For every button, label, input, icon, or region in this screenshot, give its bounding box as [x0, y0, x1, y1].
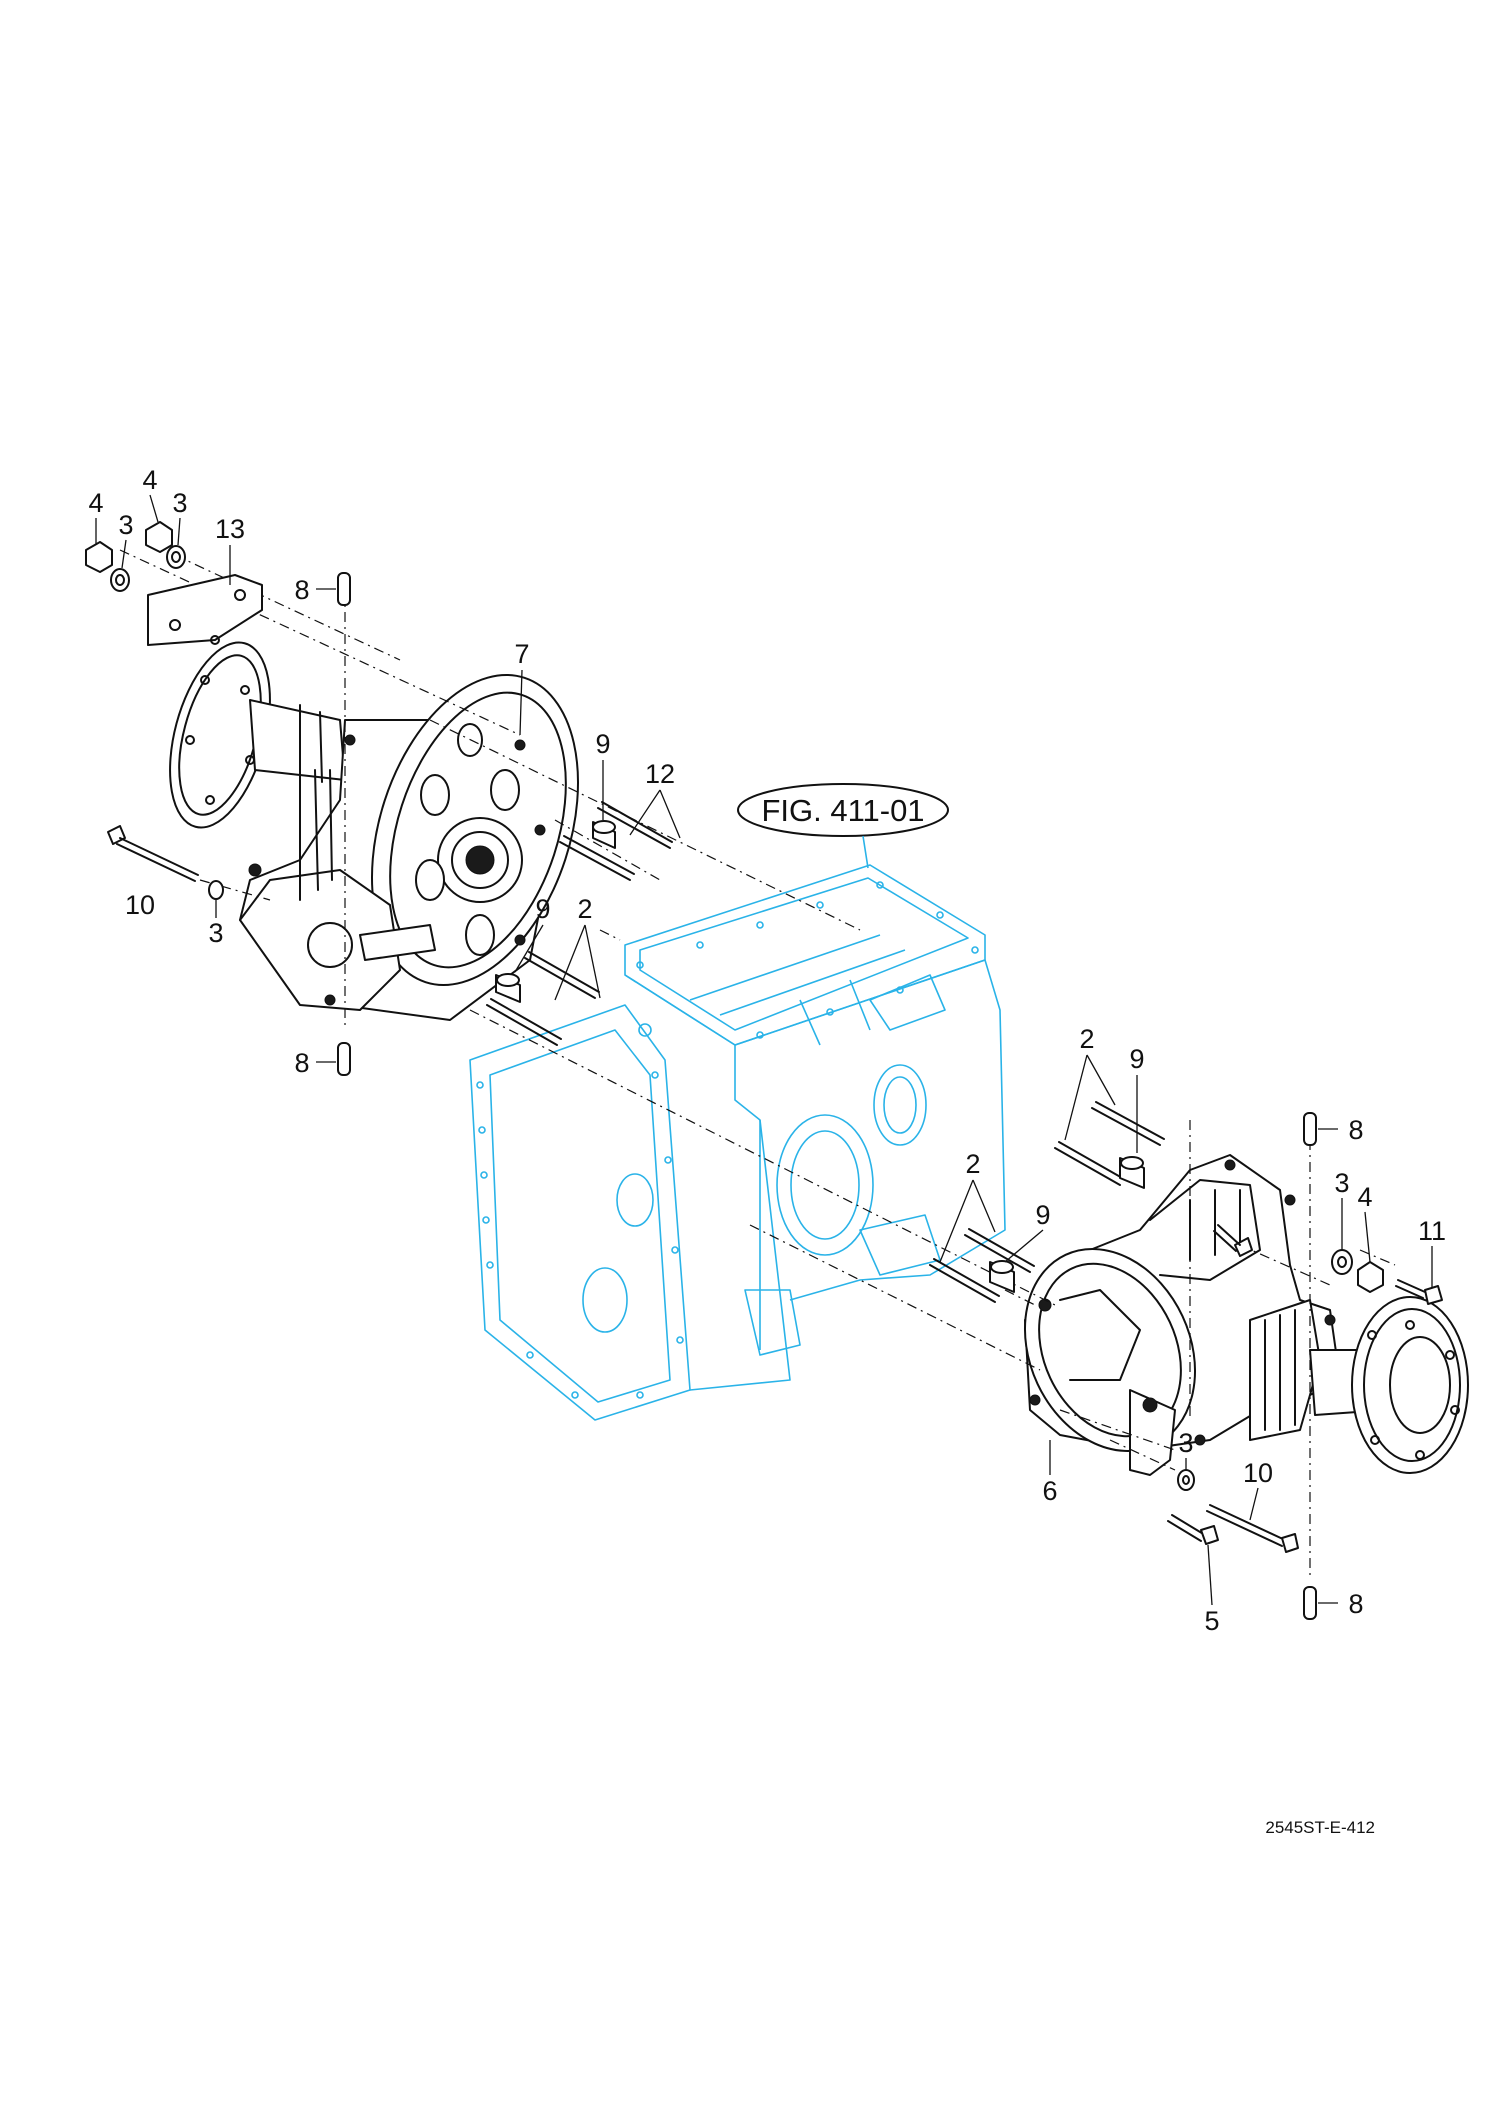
- callout-right-bush-lower: 9: [1035, 1200, 1050, 1230]
- callout-right-studs-upper: 2: [1079, 1024, 1094, 1054]
- callout-right-bolt-lower: 5: [1204, 1606, 1219, 1636]
- callout-right-washer: 3: [1334, 1168, 1349, 1198]
- transmission-case-reference: [469, 864, 1006, 1421]
- callout-right-nut: 4: [1357, 1182, 1372, 1212]
- callout-right-housing: 6: [1042, 1476, 1057, 1506]
- drawing-code: 2545ST-E-412: [1265, 1818, 1375, 1837]
- callout-right-washer-bolt: 3: [1178, 1428, 1193, 1458]
- callout-left-washer-inner: 3: [172, 488, 187, 518]
- left-small-parts: [85, 521, 673, 1076]
- flange-bolt-holes: [476, 881, 979, 1399]
- callout-right-pin-top: 8: [1348, 1115, 1363, 1145]
- callout-left-washer-bolt: 3: [208, 918, 223, 948]
- alignment-lines: [119, 549, 1396, 1580]
- callout-left-nut-outer: 4: [88, 488, 103, 518]
- callout-left-housing: 7: [514, 639, 529, 669]
- callout-left-bush-upper: 9: [595, 729, 610, 759]
- callout-left-studs-lower: 2: [577, 894, 592, 924]
- callout-left-bracket: 13: [215, 514, 245, 544]
- figure-reference-balloon: FIG. 411-01: [737, 783, 949, 869]
- callout-left-studs-upper: 12: [645, 759, 675, 789]
- callout-right-pin-bottom: 8: [1348, 1589, 1363, 1619]
- right-final-drive-housing: [1023, 1154, 1469, 1476]
- callout-left-nut-inner: 4: [142, 465, 157, 495]
- callout-right-bush-upper: 9: [1129, 1044, 1144, 1074]
- callout-numbers: 4 3 4 3 13 8 7 9 12 10 3 9 2 8 2 9 8 2 9…: [88, 465, 1446, 1636]
- callout-right-studs-lower: 2: [965, 1149, 980, 1179]
- callout-left-bush-lower: 9: [535, 894, 550, 924]
- right-small-parts: [929, 1101, 1443, 1620]
- callout-left-pin-top: 8: [294, 575, 309, 605]
- leader-lines: [95, 494, 1433, 1606]
- left-final-drive-housing: [169, 641, 579, 1021]
- callout-left-pin-bottom: 8: [294, 1048, 309, 1078]
- figure-reference-label: FIG. 411-01: [761, 793, 924, 828]
- callout-right-bolt-long: 10: [1243, 1458, 1273, 1488]
- callout-left-washer-outer: 3: [118, 510, 133, 540]
- callout-right-bolt-short: 11: [1418, 1216, 1446, 1246]
- callout-left-bolt: 10: [125, 890, 155, 920]
